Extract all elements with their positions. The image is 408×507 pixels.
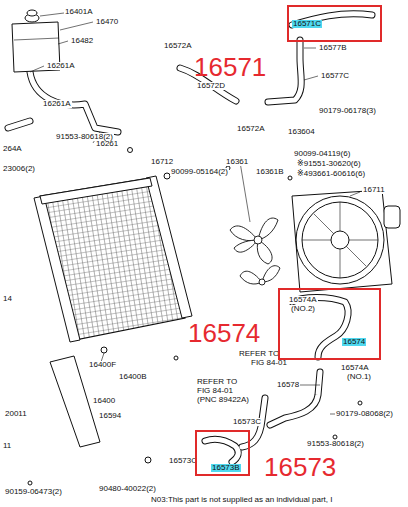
part-number: 20011 — [4, 410, 28, 418]
part-number: 16400 — [92, 397, 116, 405]
part-number: 16572A — [236, 125, 266, 133]
part-number: 16361 — [225, 158, 249, 166]
part-number: 16712 — [150, 158, 174, 166]
part-number: 16578 — [276, 381, 300, 389]
part-number: 90099-04119(6) — [293, 150, 351, 158]
note-text: REFER TO — [196, 378, 238, 386]
note-text: FIG 84-01 — [250, 359, 288, 367]
part-number: 16261 — [95, 140, 119, 148]
note-text: N03:This part is not supplied as an indi… — [150, 496, 333, 504]
part-number: 16577C — [320, 72, 350, 80]
part-number: 16574A — [340, 364, 370, 372]
note-text: REFER TO — [238, 350, 280, 358]
part-number: ※493661-60616(6) — [296, 170, 366, 178]
part-number: 16401A — [64, 8, 94, 16]
part-number: 16577B — [318, 44, 348, 52]
part-number: 16261A — [42, 100, 72, 108]
part-number: 16400F — [88, 361, 117, 369]
part-number: 16711 — [362, 186, 386, 194]
part-number: 90179-08068(2) — [335, 410, 394, 418]
part-number: 16572D — [196, 82, 226, 90]
part-number: 16470 — [95, 18, 119, 26]
highlight-box: 1657116571C — [287, 5, 382, 42]
highlight-box: 1657416574A(NO.2)16574 — [278, 288, 381, 360]
part-number: 16361B — [255, 168, 285, 176]
note-text: FIG 84-01 — [196, 387, 234, 395]
callout-number: 16571 — [194, 54, 266, 80]
part-number: 264A — [2, 145, 23, 153]
part-number: 16400B — [118, 373, 148, 381]
part-number: 16573C — [168, 457, 198, 465]
part-number: 16573C — [232, 418, 262, 426]
part-number: 16261A — [46, 62, 76, 70]
part-number: 90179-06178(3) — [318, 107, 377, 115]
part-number: 14 — [2, 295, 13, 303]
part-number: 90099-05164(2) — [170, 168, 229, 176]
part-number: 16594 — [98, 412, 122, 420]
part-number: 11 — [2, 442, 12, 450]
part-number: 90159-06473(2) — [4, 488, 63, 496]
part-number: 23006(2) — [2, 165, 36, 173]
part-number: 16482 — [70, 37, 94, 45]
part-number: 16574A — [288, 296, 318, 304]
part-number: 91553-80618(2) — [55, 133, 114, 141]
part-number: 16572A — [163, 42, 193, 50]
callout-number: 16573 — [264, 454, 336, 480]
note-text: (NO.1) — [346, 373, 372, 381]
highlight-box: 1657316573B — [195, 430, 250, 476]
part-number: ※91551-30620(6) — [296, 160, 362, 168]
note-text: (PNC 89422A) — [196, 396, 250, 404]
part-number: 91553-80618(2) — [306, 440, 365, 448]
part-number: 90480-40022(2) — [98, 485, 157, 493]
part-number: 16571C — [292, 20, 322, 28]
part-number: 163604 — [287, 128, 316, 136]
part-number: 16573B — [211, 464, 241, 472]
part-number: 16574 — [342, 338, 366, 346]
part-number: (NO.2) — [290, 305, 316, 313]
callout-number: 16574 — [188, 320, 260, 346]
